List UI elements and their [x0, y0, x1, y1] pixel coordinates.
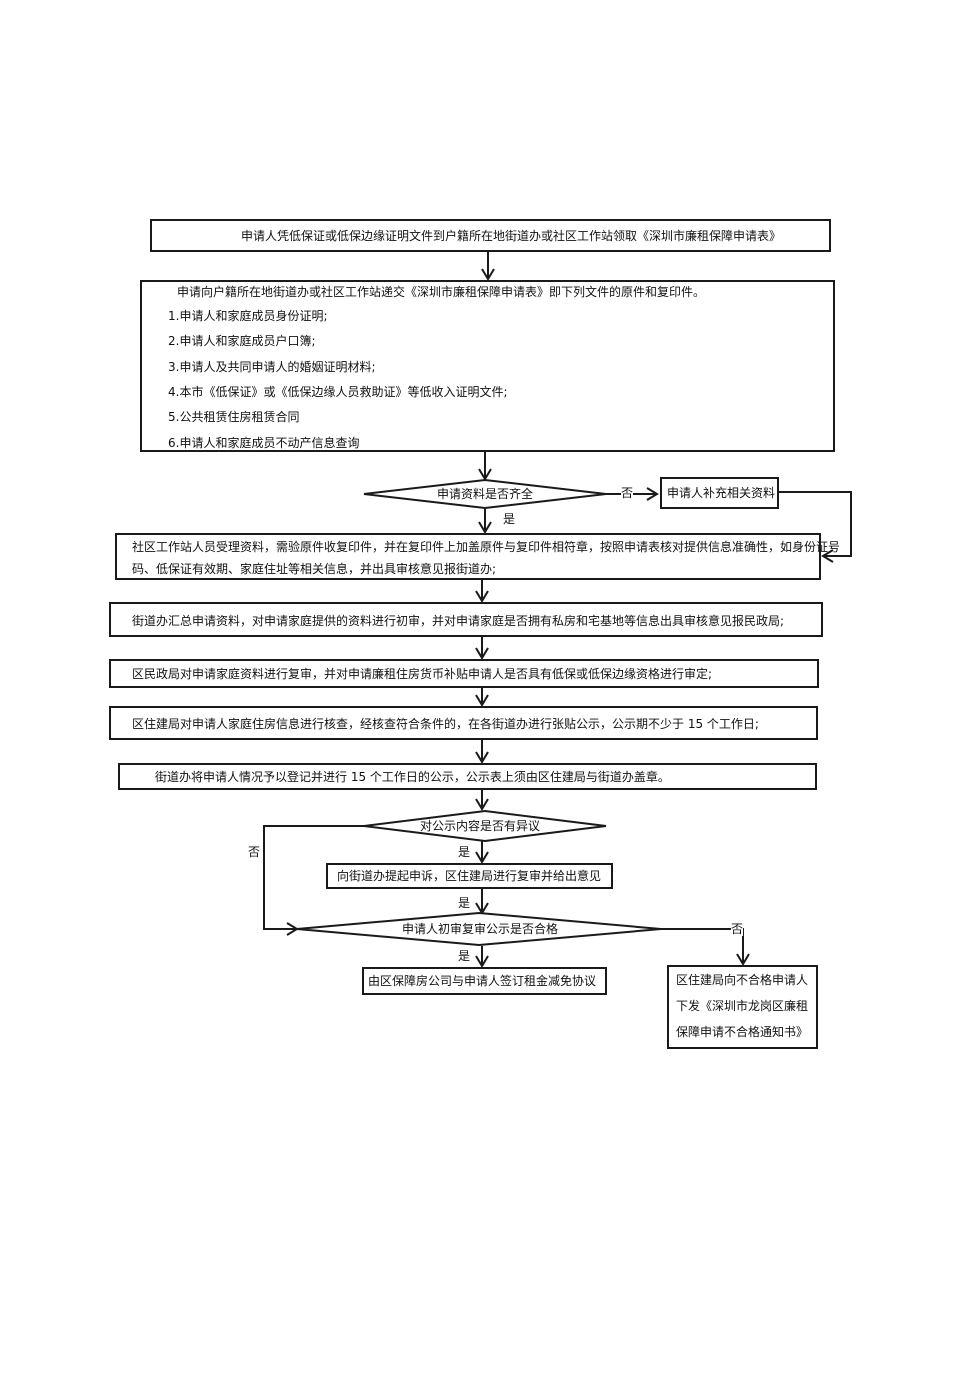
decision2-label: 对公示内容是否有异议 [419, 819, 540, 833]
decision1-no-label: 否 [621, 486, 634, 500]
arrow-decision2-bypass [263, 825, 364, 936]
step5-text: 区民政局对申请家庭资料进行复审，并对申请廉租住房货币补贴申请人是否具有低保或低保… [132, 667, 713, 681]
step5-box: 区民政局对申请家庭资料进行复审，并对申请廉租住房货币补贴申请人是否具有低保或低保… [109, 659, 819, 688]
decision2-no-label: 否 [248, 845, 261, 859]
step2-item-2: 2.申请人和家庭成员户口簿; [168, 334, 316, 348]
step3-line2: 码、低保证有效期、家庭住址等相关信息，并出具审核意见报街道办; [132, 562, 497, 576]
step2-item-5: 5.公共租赁住房租赁合同 [168, 410, 300, 424]
step2-box: 申请向户籍所在地街道办或社区工作站递交《深圳市廉租保障申请表》即下列文件的原件和… [140, 280, 835, 452]
decision2-yes-label: 是 [458, 845, 471, 859]
supplement-box: 申请人补充相关资料 [660, 477, 779, 509]
step2-item-1: 1.申请人和家庭成员身份证明; [168, 309, 328, 323]
decision3-label: 申请人初审复审公示是否合格 [401, 922, 558, 936]
supplement-text: 申请人补充相关资料 [667, 486, 776, 500]
step7-text: 街道办将申请人情况予以登记并进行 15 个工作日的公示，公示表上须由区住建局与街… [155, 770, 670, 784]
appeal-box: 向街道办提起申诉，区住建局进行复审并给出意见 [326, 863, 613, 889]
step4-box: 街道办汇总申请资料，对申请家庭提供的资料进行初审，并对申请家庭是否拥有私房和宅基… [109, 602, 823, 637]
notice-line1: 区住建局向不合格申请人 [676, 973, 809, 987]
decision2-shape [363, 809, 607, 843]
agreement-text: 由区保障房公司与申请人签订租金减免协议 [368, 974, 597, 988]
step2-item-3: 3.申请人及共同申请人的婚姻证明材料; [168, 360, 376, 374]
decision1-yes-label: 是 [503, 512, 516, 526]
notice-line2: 下发《深圳市龙岗区廉租 [676, 999, 809, 1013]
appeal-text: 向街道办提起申诉，区住建局进行复审并给出意见 [337, 869, 602, 883]
step1-box: 申请人凭低保证或低保边缘证明文件到户籍所在地街道办或社区工作站领取《深圳市廉租保… [150, 219, 831, 252]
step4-text: 街道办汇总申请资料，对申请家庭提供的资料进行初审，并对申请家庭是否拥有私房和宅基… [132, 614, 785, 628]
decision3-no-label: 否 [731, 922, 744, 936]
decision3-shape [296, 911, 662, 947]
step6-box: 区住建局对申请人家庭住房信息进行核查，经核查符合条件的，在各街道办进行张贴公示，… [109, 706, 818, 740]
notice-box: 区住建局向不合格申请人 下发《深圳市龙岗区廉租 保障申请不合格通知书》 [667, 965, 818, 1049]
step2-intro: 申请向户籍所在地街道办或社区工作站递交《深圳市廉租保障申请表》即下列文件的原件和… [177, 285, 706, 299]
decision3-yes-label: 是 [458, 949, 471, 963]
agreement-box: 由区保障房公司与申请人签订租金减免协议 [362, 967, 607, 995]
appeal-yes-label: 是 [458, 896, 471, 910]
arrow-supplement-loop [778, 491, 852, 563]
decision1-label: 申请资料是否齐全 [436, 487, 533, 501]
step3-box: 社区工作站人员受理资料，需验原件收复印件，并在复印件上加盖原件与复印件相符章，按… [115, 533, 840, 580]
step1-text: 申请人凭低保证或低保边缘证明文件到户籍所在地街道办或社区工作站领取《深圳市廉租保… [241, 229, 782, 243]
step2-item-6: 6.申请人和家庭成员不动产信息查询 [168, 436, 360, 450]
notice-line3: 保障申请不合格通知书》 [676, 1025, 809, 1039]
step7-box: 街道办将申请人情况予以登记并进行 15 个工作日的公示，公示表上须由区住建局与街… [118, 763, 817, 790]
step6-text: 区住建局对申请人家庭住房信息进行核查，经核查符合条件的，在各街道办进行张贴公示，… [132, 717, 759, 731]
step2-item-4: 4.本市《低保证》或《低保边缘人员救助证》等低收入证明文件; [168, 385, 508, 399]
step3-line1: 社区工作站人员受理资料，需验原件收复印件，并在复印件上加盖原件与复印件相符章，按… [132, 540, 841, 554]
decision1-shape [363, 478, 607, 510]
